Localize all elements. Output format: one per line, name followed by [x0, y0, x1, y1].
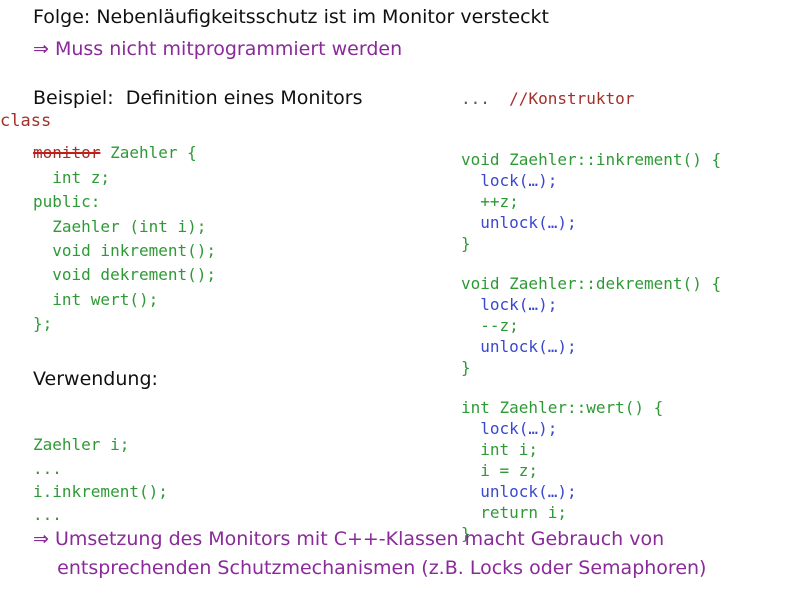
slide-title: Folge: Nebenläufigkeitsschutz ist im Mon…	[33, 6, 550, 28]
inkrement-impl: void Zaehler::inkrement() { lock(…); ++z…	[461, 150, 722, 253]
struck-monitor-keyword: monitor	[33, 143, 101, 163]
dekrement-impl: void Zaehler::dekrement() { lock(…); --z…	[461, 274, 722, 377]
example-heading: Beispiel: Definition eines Monitors	[33, 87, 363, 109]
usage-heading: Verwendung:	[33, 368, 158, 390]
handwritten-class-annotation: class	[0, 111, 52, 131]
usage-code: Zaehler i;...i.inkrement();...	[33, 435, 168, 525]
wert-impl: int Zaehler::wert() { lock(…); int i; i …	[461, 398, 664, 543]
class-definition-code: monitor Zaehler { int z;public: Zaehler …	[33, 143, 217, 334]
conclusion-line-1: ⇒ Umsetzung des Monitors mit C++-Klassen…	[33, 528, 665, 550]
point-not-programmed: ⇒ Muss nicht mitprogrammiert werden	[33, 38, 403, 60]
constructor-comment: ... //Konstruktor	[461, 89, 635, 108]
conclusion-line-2: entsprechenden Schutzmechanismen (z.B. L…	[33, 557, 707, 579]
